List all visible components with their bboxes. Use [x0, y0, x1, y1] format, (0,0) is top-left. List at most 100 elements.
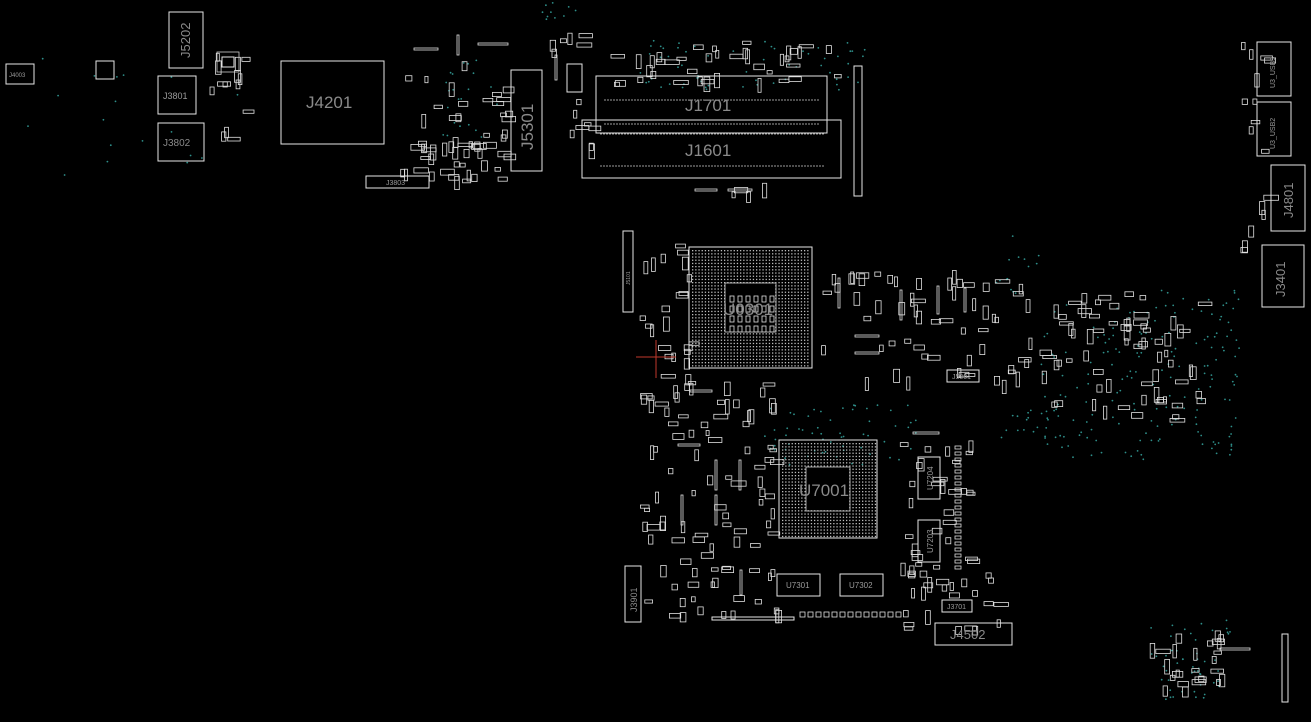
bga-ball [730, 339, 732, 341]
bga-ball [798, 462, 800, 464]
bga-ball [801, 443, 803, 445]
bga-ball [708, 323, 710, 325]
connector-j3901[interactable]: J3901 [624, 565, 642, 623]
connector-j3803[interactable]: J3803 [365, 175, 430, 189]
chip-u0301[interactable]: U0301 [688, 246, 813, 369]
bga-ball [839, 516, 841, 518]
via-dot [1230, 445, 1233, 447]
bga-ball [704, 278, 707, 281]
bga-ball [740, 278, 742, 281]
bga-ball [836, 443, 838, 445]
smd-pad [671, 537, 685, 544]
bga-ball [695, 282, 697, 284]
bga-ball [752, 333, 755, 335]
bga-ball [800, 278, 803, 281]
bga-ball [865, 487, 867, 490]
connector-j3401[interactable]: J3401 [1261, 244, 1305, 308]
bga-ball [714, 256, 716, 258]
smd-pad [673, 80, 689, 85]
bga-ball [804, 491, 806, 493]
bga-ball [778, 330, 780, 332]
bga-ball [708, 301, 710, 303]
bga-ball [692, 301, 694, 303]
connector-j5101[interactable]: J5101 [622, 230, 634, 313]
bga-ball [762, 362, 764, 364]
connector-j1601[interactable]: J1601 [581, 119, 842, 179]
bga-ball [720, 355, 723, 357]
chip-u7001[interactable]: U7001 [778, 439, 878, 539]
bga-ball [704, 282, 707, 284]
bga-ball [842, 455, 845, 458]
chip-u7204[interactable]: U7204 [917, 456, 941, 500]
bga-ball [865, 500, 867, 502]
connector-usb3[interactable]: U3_USB3 [1256, 41, 1292, 97]
bga-ball [794, 349, 796, 351]
bga-ball [801, 484, 803, 486]
bga-ball [817, 516, 819, 518]
bga-ball [698, 326, 700, 329]
via-dot [1223, 349, 1225, 352]
bga-ball [695, 330, 697, 332]
smd-pad [224, 126, 229, 139]
connector-j3802[interactable]: J3802 [157, 122, 205, 162]
smd-pad [1093, 328, 1105, 333]
bga-ball [692, 250, 694, 252]
bga-ball [862, 510, 864, 512]
connector-j4003[interactable]: J4003 [5, 63, 35, 85]
connector-j3801[interactable]: J3801 [157, 75, 197, 115]
connector-j4502[interactable]: J4502 [934, 622, 1013, 646]
bga-ball [820, 535, 822, 538]
smd-pad [694, 449, 699, 462]
chip-u7203[interactable]: U7203 [917, 519, 941, 563]
bga-ball [797, 301, 799, 303]
connector-j5301[interactable]: J5301 [510, 69, 543, 172]
bga-ball [781, 342, 783, 345]
bga-ball [858, 535, 861, 538]
bga-ball [765, 253, 767, 255]
bga-ball [788, 301, 790, 303]
connector-j4201[interactable]: J4201 [280, 60, 385, 145]
bga-ball [800, 285, 803, 287]
bga-ball [701, 310, 703, 313]
connector-j4801[interactable]: J4801 [1270, 164, 1306, 232]
connector-usb2[interactable]: U3_USB2 [1256, 101, 1292, 157]
smd-pad [1175, 633, 1183, 644]
bga-ball [791, 304, 793, 306]
svg-text:U7203: U7203 [926, 529, 935, 553]
bga-ball [785, 449, 787, 451]
bga-ball [855, 529, 857, 531]
smd-pad [655, 491, 659, 504]
bga-ball [788, 481, 790, 483]
bga-ball [858, 526, 861, 528]
bga-ball [711, 346, 713, 348]
smd-pad [798, 44, 814, 49]
bga-ball [785, 443, 787, 445]
smd-pad [730, 480, 747, 487]
connector-j1701[interactable]: J1701 [595, 75, 828, 134]
via-dot [1005, 429, 1008, 432]
bga-ball [871, 494, 873, 496]
bga-ball [782, 532, 784, 534]
connector-j3701[interactable]: J3701 [941, 599, 973, 613]
bga-ball [791, 507, 793, 509]
connector-j5001[interactable]: J5001 [946, 369, 980, 383]
bga-ball [695, 336, 697, 338]
chip-u7302[interactable]: U7302 [839, 573, 884, 597]
bga-ball [788, 259, 790, 261]
bga-ball [762, 262, 764, 265]
bga-ball [858, 507, 861, 509]
bga-ball [701, 285, 703, 287]
bga-ball [717, 365, 719, 367]
bga-ball [708, 275, 710, 277]
bga-ball [794, 465, 797, 467]
bga-ball [752, 250, 755, 252]
bga-ball [733, 333, 735, 335]
bga-ball [708, 326, 710, 329]
connector-j5202[interactable]: J5202 [168, 11, 204, 69]
bga-ball [871, 529, 873, 531]
bga-ball [865, 481, 867, 483]
chip-u7301[interactable]: U7301 [776, 573, 821, 597]
via-dot [745, 71, 748, 73]
bga-ball [794, 452, 797, 454]
